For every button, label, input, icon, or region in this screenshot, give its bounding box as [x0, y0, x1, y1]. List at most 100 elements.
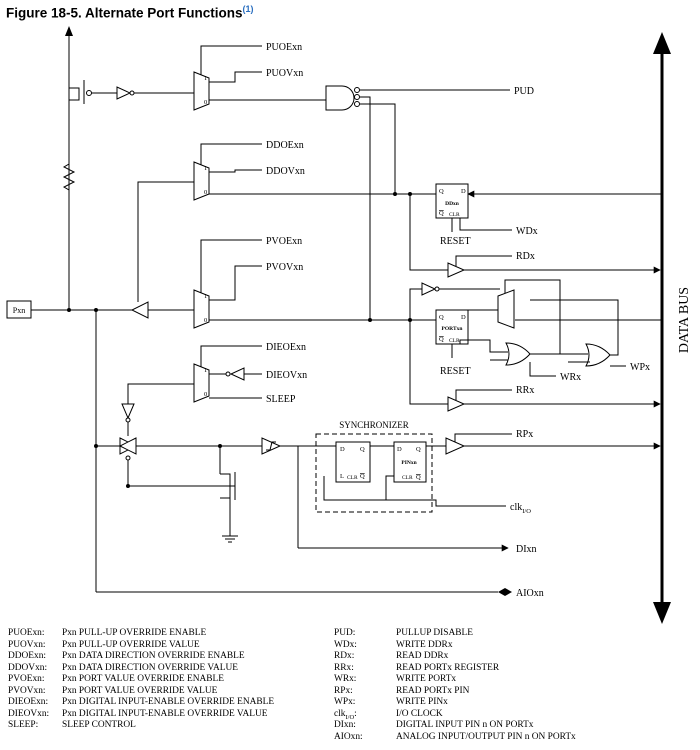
- wd-label: WDx: [516, 226, 538, 237]
- pinxn-qbar: Q: [416, 474, 421, 481]
- pinx-inverter: [421, 282, 440, 296]
- pinxn-name: PINxn: [401, 460, 416, 466]
- legend-term-clk: clkI/O:: [334, 709, 357, 721]
- mux-dieo-one: 1: [204, 367, 207, 374]
- reset1-label: RESET: [440, 236, 471, 247]
- or-gate-wp: [585, 343, 611, 367]
- legend-term: WDx:: [334, 639, 357, 650]
- legend-desc: DIGITAL INPUT PIN n ON PORTx: [396, 720, 534, 730]
- legend-term: PVOVxn:: [8, 685, 46, 696]
- ddxn-d: D: [461, 188, 466, 195]
- schmitt-trigger: [261, 437, 282, 455]
- aio-label: AIOxn: [516, 588, 544, 599]
- ddov-label: DDOVxn: [266, 166, 305, 177]
- legend-desc: READ PORTx REGISTER: [396, 662, 500, 673]
- legend-desc: Pxn DIGITAL INPUT-ENABLE OVERRIDE VALUE: [62, 708, 268, 719]
- portxn-d: D: [461, 314, 466, 321]
- figure-title: Figure 18-5. Alternate Port Functions(1): [6, 4, 254, 21]
- legend-desc: I/O CLOCK: [396, 708, 443, 719]
- legend-desc: WRITE DDRx: [396, 639, 453, 650]
- mux-port: [497, 289, 515, 329]
- legend-term: SLEEP:: [8, 720, 39, 730]
- portxn-clr: CLR: [449, 338, 460, 344]
- pinxn-q: Q: [416, 446, 421, 453]
- legend-term: AIOxn:: [334, 731, 363, 742]
- legend-clk-main: clk: [334, 708, 346, 719]
- mux-ddo-zero: 0: [204, 189, 207, 196]
- legend-term: DDOExn:: [8, 651, 47, 661]
- footnote-link[interactable]: (1): [242, 4, 254, 14]
- input-nmos: [219, 446, 236, 500]
- legend-term: WPx:: [334, 697, 356, 707]
- legend-term: PUOVxn:: [8, 639, 46, 650]
- latch-clr: CLR: [347, 475, 358, 481]
- rd-buffer: [447, 262, 466, 278]
- pullup-inverter: [116, 86, 194, 100]
- ddxn-register: Q D DDxn Q CLR: [435, 183, 469, 219]
- ddxn-qbar: Q: [439, 210, 444, 217]
- mux-puo-one: 1: [204, 75, 207, 82]
- mux-dieo-zero: 0: [204, 391, 207, 398]
- legend-term: WRx:: [334, 674, 357, 684]
- transmission-gate: [118, 437, 138, 461]
- mux-ddo: 1 0: [193, 161, 210, 201]
- legend-term: PVOExn:: [8, 674, 45, 684]
- pullup-and-gate: [325, 85, 360, 111]
- ddxn-q: Q: [439, 188, 444, 195]
- legend-term: DIxn:: [334, 720, 356, 730]
- legend-desc: SLEEP CONTROL: [62, 720, 136, 730]
- ground-symbol: [222, 535, 238, 543]
- legend-desc: Pxn DATA DIRECTION OVERRIDE VALUE: [62, 662, 238, 673]
- input-enable-inverter: [121, 403, 135, 423]
- legend-desc: Pxn DIGITAL INPUT-ENABLE OVERRIDE ENABLE: [62, 697, 275, 707]
- legend-term: PUD:: [334, 628, 356, 638]
- or-gate-wr: [505, 342, 531, 366]
- portxn-q: Q: [439, 314, 444, 321]
- wr-label: WRx: [560, 372, 581, 383]
- portxn-register: Q D PORTxn Q CLR: [435, 309, 469, 345]
- latch-l: L: [340, 473, 344, 480]
- legend-desc: Pxn DATA DIRECTION OVERRIDE ENABLE: [62, 651, 245, 661]
- legend-term: RDx:: [334, 651, 355, 661]
- pin-pxn: Pxn: [6, 300, 32, 319]
- clk-label: clkI/O: [510, 502, 531, 515]
- rp-label: RPx: [516, 429, 533, 440]
- clk-label-sub: I/O: [522, 508, 531, 515]
- pinxn-clr: CLR: [402, 475, 413, 481]
- legend-desc: READ DDRx: [396, 651, 449, 661]
- output-buffer: [130, 301, 149, 319]
- port-schematic: DATA BUS Pxn 1 0 PUOExn PUOVxn: [6, 26, 692, 624]
- rr-label: RRx: [516, 385, 534, 396]
- legend-desc: ANALOG INPUT/OUTPUT PIN n ON PORTx: [396, 731, 576, 742]
- reset2-label: RESET: [440, 366, 471, 377]
- mux-dieo: 1 0: [193, 363, 210, 403]
- mux-puo: 1 0: [193, 71, 210, 111]
- mux-pvo: 1 0: [193, 289, 210, 329]
- synchronizer-label: SYNCHRONIZER: [339, 420, 409, 430]
- pin-label: Pxn: [13, 306, 25, 315]
- legend-term: PUOExn:: [8, 628, 45, 638]
- figure-title-text: Figure 18-5. Alternate Port Functions: [6, 5, 243, 21]
- pud-label: PUD: [514, 86, 534, 97]
- legend-desc: Pxn PORT VALUE OVERRIDE VALUE: [62, 685, 218, 696]
- legend-desc: WRITE PORTx: [396, 674, 457, 684]
- dieov-label: DIEOVxn: [266, 370, 307, 381]
- mux-puo-zero: 0: [204, 99, 207, 106]
- sync-latch: D Q L CLR Q: [335, 441, 371, 483]
- pinxn-register: D Q PINxn CLR Q: [393, 441, 427, 483]
- sleep-label: SLEEP: [266, 394, 296, 405]
- legend-term: RPx:: [334, 685, 353, 696]
- pullup-resistor: [62, 158, 76, 196]
- legend-clk-tail: :: [354, 708, 357, 719]
- legend-desc: Pxn PULL-UP OVERRIDE ENABLE: [62, 628, 207, 638]
- puoe-label: PUOExn: [266, 42, 302, 53]
- legend-desc: PULLUP DISABLE: [396, 628, 473, 638]
- legend-clk-sub: I/O: [345, 713, 355, 721]
- mux-ddo-one: 1: [204, 165, 207, 172]
- rd-label: RDx: [516, 251, 535, 262]
- synchronizer: SYNCHRONIZER: [315, 420, 433, 513]
- data-bus-label: DATA BUS: [677, 287, 692, 353]
- mux-pvo-zero: 0: [204, 317, 207, 324]
- legend-desc: READ PORTx PIN: [396, 685, 470, 696]
- data-bus: DATA BUS: [653, 32, 692, 624]
